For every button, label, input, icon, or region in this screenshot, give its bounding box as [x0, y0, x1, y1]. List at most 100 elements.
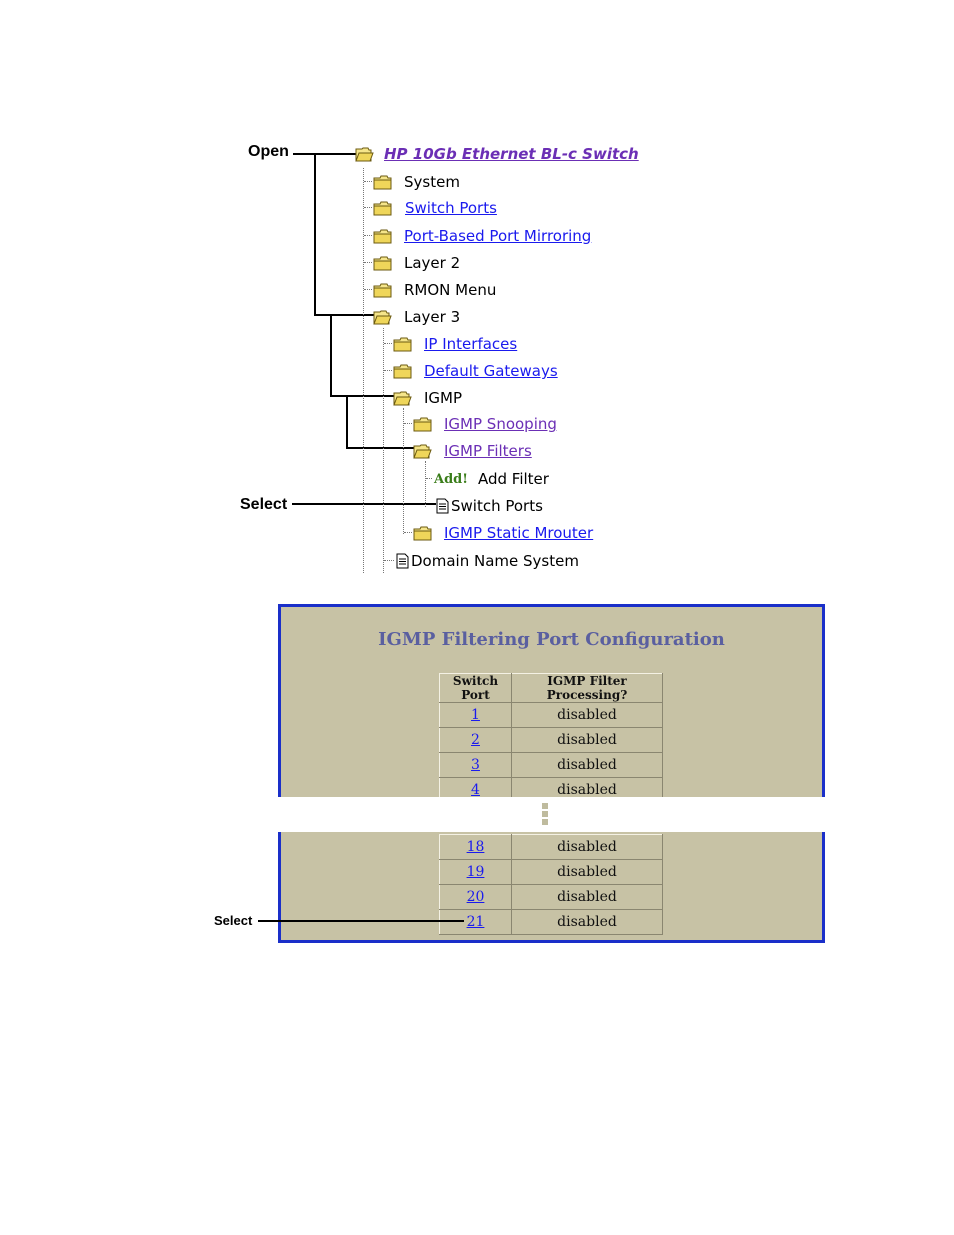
port-link[interactable]: 4 [471, 782, 480, 798]
folder-closed-icon [373, 229, 392, 244]
tree-root[interactable]: HP 10Gb Ethernet BL-c Switch [355, 144, 639, 164]
tree-connector [364, 235, 372, 236]
folder-open-icon [355, 147, 374, 162]
folder-closed-icon [373, 283, 392, 298]
document-icon [396, 553, 409, 569]
callout-line [314, 314, 376, 316]
tree-item-ip-interfaces[interactable]: IP Interfaces [393, 334, 517, 354]
folder-closed-icon [373, 201, 392, 216]
tree-connector [403, 408, 404, 534]
column-header: IGMP Filter Processing? [511, 673, 663, 703]
tree-item-label[interactable]: Default Gateways [424, 362, 558, 380]
filter-status: disabled [511, 884, 663, 910]
ellipsis-dots [542, 803, 548, 825]
tree-item-switch-ports[interactable]: Switch Ports [373, 198, 497, 218]
tree-item-label: Domain Name System [411, 552, 579, 570]
callout-line [293, 153, 356, 155]
callout-line [292, 503, 436, 505]
panel-title: IGMP Filtering Port Configuration [378, 629, 725, 650]
document-icon [436, 498, 449, 514]
filter-status: disabled [511, 909, 663, 935]
tree-connector [404, 532, 412, 533]
tree-item-label[interactable]: IGMP Filters [444, 442, 532, 460]
filter-status: disabled [511, 859, 663, 885]
tree-item-label: IGMP [424, 389, 463, 407]
table-row: 21 disabled [439, 909, 663, 935]
tree-connector [364, 289, 372, 290]
tree-item-label: Layer 2 [404, 254, 461, 272]
tree-item-igmp-snooping[interactable]: IGMP Snooping [413, 414, 557, 434]
add-icon: Add! [434, 471, 468, 487]
tree-item-label: Switch Ports [451, 497, 543, 515]
tree-item-label: System [404, 173, 460, 191]
tree-item-label: Layer 3 [404, 308, 461, 326]
tree-item-label[interactable]: IGMP Static Mrouter [444, 524, 594, 542]
tree-item-igmp[interactable]: IGMP [393, 388, 462, 408]
tree-item-add-filter[interactable]: Add! Add Filter [434, 469, 549, 489]
port-link[interactable]: 3 [471, 757, 480, 773]
callout-line [330, 314, 332, 397]
tree-connector [364, 207, 372, 208]
column-header: Switch Port [439, 673, 512, 703]
tree-item-port-mirroring[interactable]: Port-Based Port Mirroring [373, 226, 591, 246]
folder-closed-icon [413, 526, 432, 541]
tree-item-label[interactable]: Port-Based Port Mirroring [404, 227, 592, 245]
port-link[interactable]: 18 [466, 839, 485, 855]
tree-item-filter-switch-ports[interactable]: Switch Ports [436, 496, 543, 516]
port-link[interactable]: 20 [466, 889, 485, 905]
tree-connector [383, 328, 384, 573]
tree-root-label[interactable]: HP 10Gb Ethernet BL-c Switch [384, 145, 639, 163]
table-row: 1 disabled [439, 702, 663, 728]
port-link[interactable]: 19 [466, 864, 485, 880]
tree-item-label[interactable]: Switch Ports [405, 199, 497, 217]
tree-item-igmp-static-mrouter[interactable]: IGMP Static Mrouter [413, 523, 593, 543]
port-link[interactable]: 21 [466, 914, 485, 930]
port-link[interactable]: 2 [471, 732, 480, 748]
tree-connector [364, 262, 372, 263]
tree-item-rmon[interactable]: RMON Menu [373, 280, 496, 300]
tree-item-igmp-filters[interactable]: IGMP Filters [413, 441, 532, 461]
folder-closed-icon [413, 417, 432, 432]
tree-item-default-gateways[interactable]: Default Gateways [393, 361, 558, 381]
table-row: 2 disabled [439, 727, 663, 753]
tree-item-dns[interactable]: Domain Name System [396, 551, 579, 571]
tree-connector [364, 181, 372, 182]
port-table-top: Switch Port IGMP Filter Processing? 1 di… [439, 673, 663, 803]
callout-line [258, 920, 464, 922]
filter-status: disabled [511, 834, 663, 860]
tree-connector [404, 423, 412, 424]
filter-status: disabled [511, 752, 663, 778]
tree-item-layer3[interactable]: Layer 3 [373, 307, 460, 327]
port-table-bottom: 18 disabled 19 disabled 20 disabled 21 d… [439, 834, 663, 935]
table-row: 19 disabled [439, 859, 663, 885]
table-row: 3 disabled [439, 752, 663, 778]
callout-open: Open [248, 143, 289, 160]
tree-connector [384, 560, 394, 561]
tree-item-layer2[interactable]: Layer 2 [373, 253, 460, 273]
tree-item-system[interactable]: System [373, 172, 460, 192]
callout-line [346, 447, 416, 449]
tree-connector [363, 168, 364, 573]
callout-line [346, 395, 348, 449]
folder-closed-icon [373, 175, 392, 190]
tree-connector [426, 478, 432, 479]
folder-closed-icon [393, 337, 412, 352]
folder-closed-icon [373, 256, 392, 271]
table-header-row: Switch Port IGMP Filter Processing? [439, 673, 663, 703]
folder-open-icon [393, 391, 412, 406]
igmp-filter-panel: IGMP Filtering Port Configuration Switch… [278, 604, 825, 943]
tree-item-label: Add Filter [477, 470, 549, 488]
tree-connector [384, 370, 392, 371]
filter-status: disabled [511, 702, 663, 728]
tree-item-label[interactable]: IP Interfaces [424, 335, 518, 353]
tree-connector [384, 343, 392, 344]
port-link[interactable]: 1 [471, 707, 480, 723]
folder-closed-icon [393, 364, 412, 379]
filter-status: disabled [511, 727, 663, 753]
table-row: 20 disabled [439, 884, 663, 910]
folder-open-icon [373, 310, 392, 325]
callout-line [314, 153, 316, 316]
tree-item-label: RMON Menu [404, 281, 497, 299]
tree-item-label[interactable]: IGMP Snooping [444, 415, 557, 433]
omitted-rows-gap [274, 797, 826, 832]
